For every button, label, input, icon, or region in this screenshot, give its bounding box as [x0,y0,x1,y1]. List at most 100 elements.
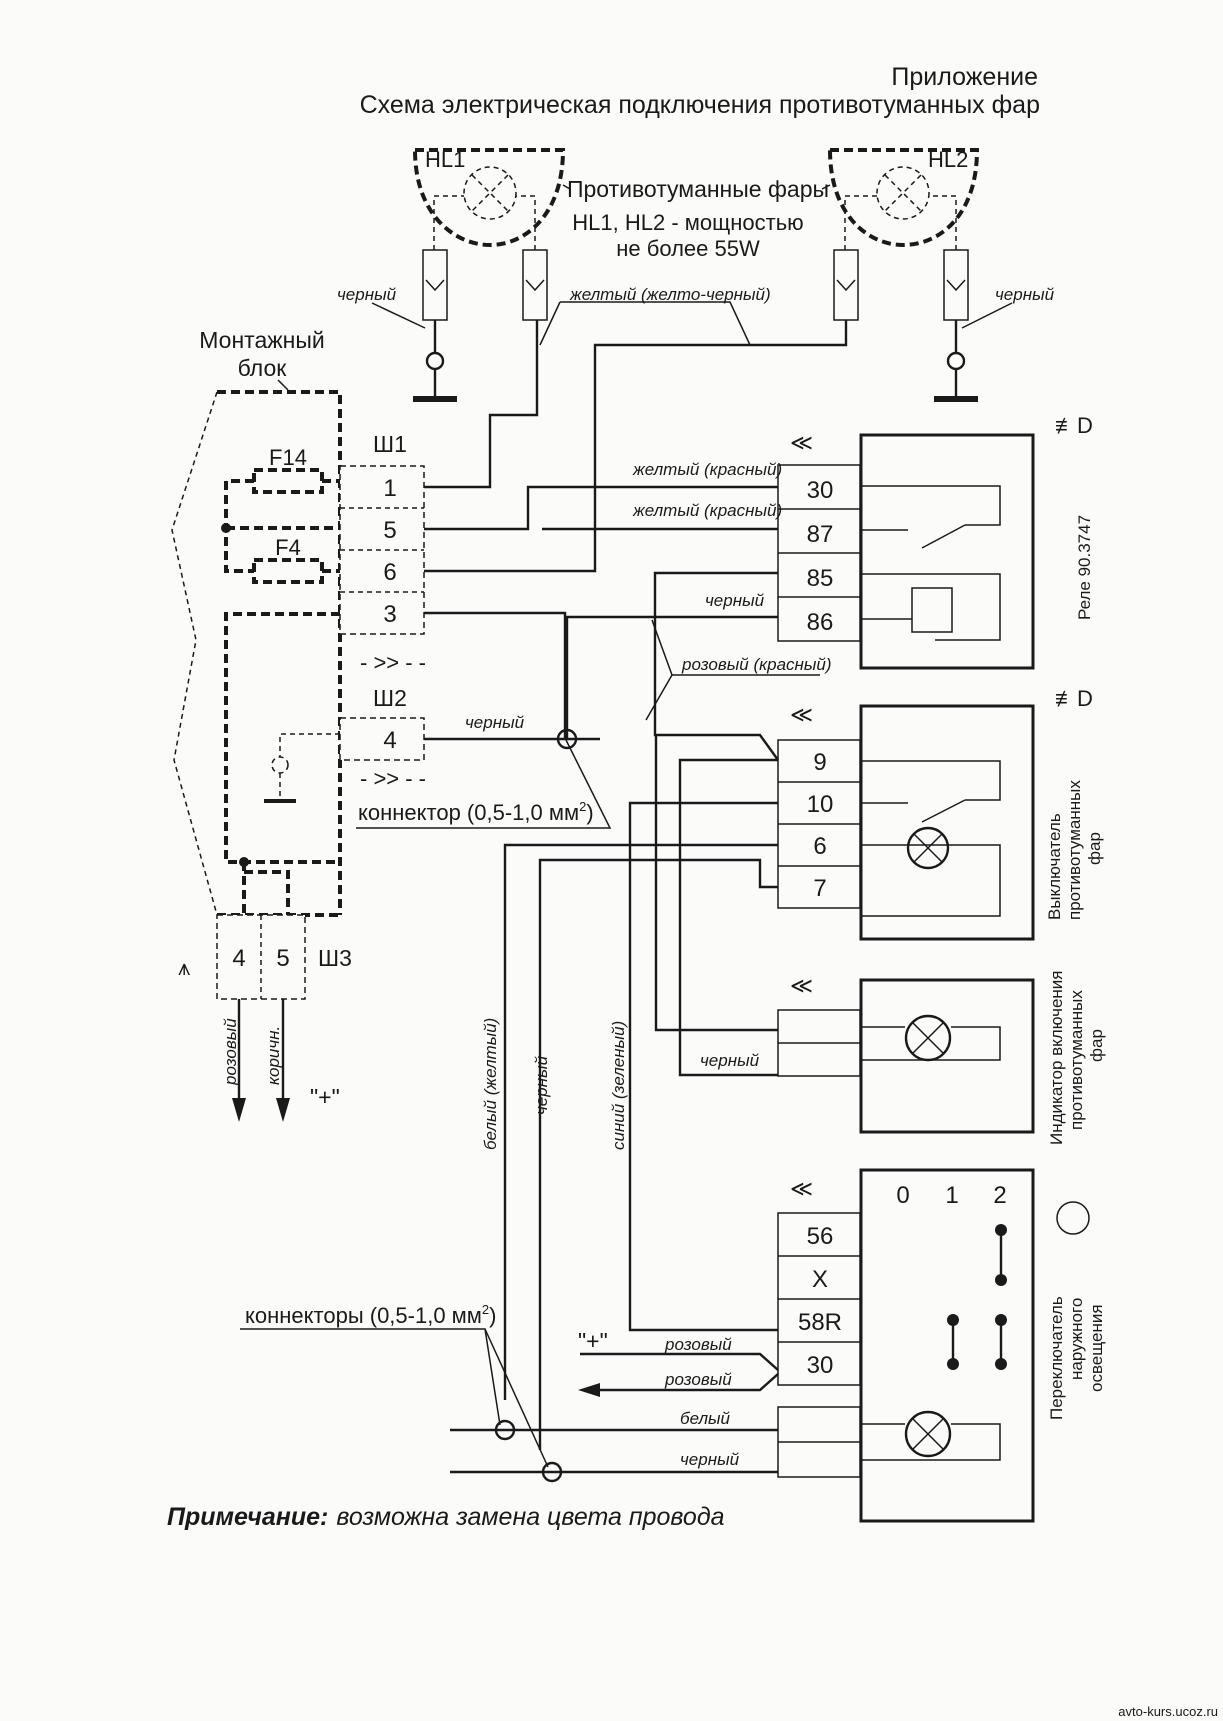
wire-label-pink-sh3: розовый [221,1018,240,1086]
switch-pin-7: 7 [813,875,826,902]
connector-single-label: коннектор (0,5-1,0 мм2) [358,799,594,825]
switch-pin-10: 10 [807,791,834,818]
relay-unit: 30 87 85 86 Реле 90.3747 ≢D ≪ [777,413,1094,670]
sh3-label: Ш3 [318,945,352,971]
light-switch-pin-56: 56 [807,1223,834,1250]
wire-label-pink-red: розовый (красный) [681,655,832,674]
ground-left [413,320,457,402]
sh3-pin-4: 4 [232,945,245,972]
wire-label-black-bottom: черный [680,1450,740,1469]
sh1-pin-5: 5 [383,517,396,544]
switch-name-line1: Выключатель [1045,813,1064,920]
light-switch-name-line1: Переключатель [1047,1296,1066,1420]
connector-sh1: Ш1 1 5 6 3 - >> - - [339,431,426,675]
sh2-pin-4: 4 [383,727,396,754]
wires [240,320,848,1483]
light-switch-pos-1: 1 [945,1182,958,1209]
fog-lamp-hl2: HL2 [827,147,980,250]
wire-label-white: белый [680,1409,731,1428]
mount-block-label-line2: блок [238,355,288,381]
wire-label-black-relay: черный [705,591,765,610]
indicator-name-line2: противотуманных [1067,990,1086,1130]
note-bold: Примечание: [167,1503,328,1531]
relay-name: Реле 90.3747 [1075,515,1094,620]
fuse-f4-label: F4 [275,535,301,560]
switch-pin-6: 6 [813,833,826,860]
wire-label-yellow-yb: желтый (желто-черный) [569,285,771,304]
appendix-label: Приложение [891,63,1038,91]
hl1-label: HL1 [425,147,465,172]
sh2-label: Ш2 [373,685,407,711]
sh1-pin-1: 1 [383,475,396,502]
indicator-name-line3: фар [1087,1029,1106,1062]
sh3-plus-label: "+" [310,1084,340,1110]
light-switch-pin-58r: 58R [798,1309,842,1336]
wire-label-brown-sh3: коричн. [264,1026,283,1085]
wire-label-white-yellow: белый (желтый) [481,1018,500,1150]
wire-label-blue-green: синий (зеленый) [609,1021,628,1150]
sh1-pin-6: 6 [383,559,396,586]
switch-name-line3: фар [1085,832,1104,865]
switch-name-line2: противотуманных [1065,780,1084,920]
switch-connector-arrow-icon: ≪ [790,702,813,727]
watermark: avto-kurs.ucoz.ru [1118,1704,1218,1719]
sh3-pin-5: 5 [276,945,289,972]
connector-single-sup: 2 [579,799,586,814]
note-text: возможна замена цвета провода [336,1503,724,1531]
relay-pin-87: 87 [807,521,834,548]
fog-lamps-power-line1: HL1, HL2 - мощностью [572,210,803,235]
sh2-arrow-icon: - >> - - [360,766,426,791]
wire-label-black-right: черный [995,285,1055,304]
wire-label-black-indicator: черный [700,1051,760,1070]
indicator-name-line1: Индикатор включения [1047,971,1066,1146]
light-switch-pin-30: 30 [807,1352,834,1379]
fog-lamps-power-line2: не более 55W [616,236,760,261]
sh1-arrow-icon: - >> - - [360,650,426,675]
connector-single-text: коннектор (0,5-1,0 мм [358,800,579,825]
ground-right [934,320,978,402]
light-switch-name-line2: наружного [1067,1298,1086,1380]
fog-lamp-hl1: HL1 [412,147,566,250]
light-switch-connector-arrow-icon: ≪ [790,1176,813,1201]
relay-connector-arrow-icon: ≪ [790,430,813,455]
note: Примечание: возможна замена цвета провода [167,1503,725,1531]
mount-block: F14 F4 [171,390,342,917]
sh3-arrow-icon: ⩚ [178,955,190,980]
wire-label-pink-1: розовый [664,1335,732,1354]
wire-label-pink-2: розовый [664,1370,732,1389]
wire-label-black-vertical: черный [532,1055,551,1115]
indicator-unit: Индикатор включения противотуманных фар … [777,971,1106,1146]
wire-label-yellow-red-1: желтый (красный) [632,460,782,479]
diagram-title: Схема электрическая подключения противот… [360,91,1040,119]
indicator-connector-arrow-icon: ≪ [790,973,813,998]
light-switch-pos-0: 0 [896,1182,909,1209]
sh1-label: Ш1 [373,431,407,457]
light-switch-pin-x: X [812,1266,828,1293]
mount-block-label-line1: Монтажный [199,327,324,353]
fog-light-icon-relay: ≢D [1055,413,1093,438]
fog-light-icon-switch: ≢D [1055,686,1093,711]
connector-single-paren: ) [586,800,593,825]
hl2-label: HL2 [928,147,968,172]
connectors-sup: 2 [482,1302,489,1317]
wire-label-black-sh2: черный [465,713,525,732]
lamp-connectors [422,249,969,321]
connectors-text: коннекторы (0,5-1,0 мм [245,1303,482,1328]
wire-label-yellow-red-2: желтый (красный) [632,501,782,520]
light-switch-pos-2: 2 [993,1182,1006,1209]
fog-switch-unit: 9 10 6 7 Выключатель противотуманных фар… [777,686,1104,941]
relay-pin-86: 86 [807,609,834,636]
light-switch-name-line3: освещения [1087,1304,1106,1392]
sun-icon [1056,1201,1090,1235]
relay-pin-85: 85 [807,565,834,592]
connector-sh3: 4 5 Ш3 ⩚ розовый коричн. "+" [178,914,352,1122]
fuse-f14-label: F14 [269,445,307,470]
wire-label-black-left: черный [337,285,397,304]
relay-pin-30: 30 [807,477,834,504]
switch-pin-9: 9 [813,749,826,776]
connector-sh2: Ш2 4 - >> - - [339,685,426,791]
light-switch-unit: 0 1 2 56 X 58R 30 Переключатель наружног… [777,1168,1106,1523]
connectors-label: коннекторы (0,5-1,0 мм2) [245,1302,496,1328]
